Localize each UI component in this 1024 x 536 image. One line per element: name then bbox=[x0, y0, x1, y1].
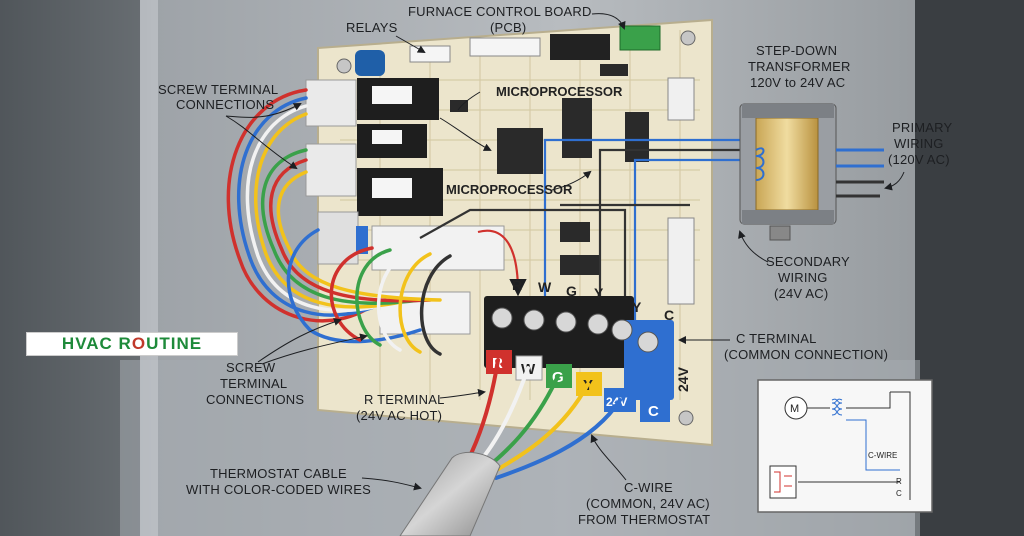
label-c-terminal-1: C TERMINAL bbox=[736, 331, 817, 346]
terminal-top-labels: R W G Y Y C bbox=[512, 277, 674, 323]
label-screw-bot-1: SCREW bbox=[226, 360, 276, 375]
label-r-terminal-1: R TERMINAL bbox=[364, 392, 445, 407]
label-cwire-3: FROM THERMOSTAT bbox=[578, 512, 710, 527]
inset-schematic: M C-WIRE R C bbox=[757, 379, 933, 513]
cabinet-right-edge bbox=[915, 0, 1024, 536]
c-terminal-block bbox=[624, 320, 674, 400]
label-cwire-2: (COMMON, 24V AC) bbox=[586, 496, 710, 511]
label-transformer-1: STEP-DOWN bbox=[756, 43, 837, 58]
logo-text-part1: HVAC R bbox=[61, 334, 132, 353]
thermostat-cable bbox=[399, 451, 501, 536]
left-terminal-blocks bbox=[305, 79, 505, 335]
label-transformer-3: 120V to 24V AC bbox=[750, 75, 845, 90]
label-cable-2: WITH COLOR-CODED WIRES bbox=[186, 482, 371, 497]
inset-c-label: C bbox=[896, 489, 902, 498]
cabinet-shadow bbox=[0, 0, 140, 536]
step-down-transformer bbox=[739, 103, 884, 241]
terminal-top-c: C bbox=[664, 307, 674, 323]
label-screw-top-2: CONNECTIONS bbox=[176, 97, 274, 112]
label-screw-bot-3: CONNECTIONS bbox=[206, 392, 304, 407]
inset-motor-label: M bbox=[790, 403, 799, 415]
terminal-top-r: R bbox=[512, 277, 522, 293]
side-connector bbox=[667, 217, 695, 305]
thermostat-terminal-strip bbox=[484, 296, 674, 400]
label-secondary-1: SECONDARY bbox=[766, 254, 850, 269]
label-relays: RELAYS bbox=[346, 20, 398, 35]
label-transformer-2: TRANSFORMER bbox=[748, 59, 851, 74]
terminal-top-g: G bbox=[566, 283, 577, 299]
label-primary-3: (120V AC) bbox=[888, 152, 950, 167]
transformer-traces bbox=[419, 138, 748, 320]
label-microprocessor-mid: MICROPROCESSOR bbox=[446, 182, 573, 197]
terminal-top-y2: Y bbox=[632, 299, 642, 315]
capacitor bbox=[355, 50, 385, 76]
label-primary-2: WIRING bbox=[894, 136, 944, 151]
terminal-top-w: W bbox=[538, 279, 552, 295]
header-connector bbox=[469, 37, 541, 57]
pcb-components bbox=[355, 25, 695, 305]
label-microprocessor-top: MICROPROCESSOR bbox=[496, 84, 623, 99]
terminal-top-y: Y bbox=[594, 285, 604, 301]
callout-labels: FURNACE CONTROL BOARD (PCB) RELAYS SCREW… bbox=[158, 4, 953, 527]
wire-harness-left bbox=[226, 88, 452, 356]
label-primary-1: PRIMARY bbox=[892, 120, 953, 135]
microprocessor-chip bbox=[497, 128, 543, 174]
label-cable-1: THERMOSTAT CABLE bbox=[210, 466, 347, 481]
ribbon-connector bbox=[550, 34, 610, 60]
logo-ring: O bbox=[131, 334, 147, 353]
terminal-bottom-c: C bbox=[648, 403, 659, 420]
green-connector bbox=[619, 25, 661, 51]
label-secondary-3: (24V AC) bbox=[774, 286, 828, 301]
label-secondary-2: WIRING bbox=[778, 270, 828, 285]
logo-text-part2: UTINE bbox=[146, 334, 203, 353]
label-screw-bot-2: TERMINAL bbox=[220, 376, 287, 391]
inset-r-label: R bbox=[896, 477, 902, 486]
label-r-terminal-2: (24V AC HOT) bbox=[356, 408, 442, 423]
terminal-side-24v: 24V bbox=[675, 366, 691, 392]
label-screw-top-1: SCREW TERMINAL bbox=[158, 82, 278, 97]
label-board-sub: (PCB) bbox=[490, 20, 526, 35]
label-board: FURNACE CONTROL BOARD bbox=[408, 4, 592, 19]
label-c-terminal-2: (COMMON CONNECTION) bbox=[724, 347, 888, 362]
inset-cwire-label: C-WIRE bbox=[868, 451, 897, 460]
label-cwire-1: C-WIRE bbox=[624, 480, 673, 495]
cabinet-rail bbox=[140, 0, 158, 536]
